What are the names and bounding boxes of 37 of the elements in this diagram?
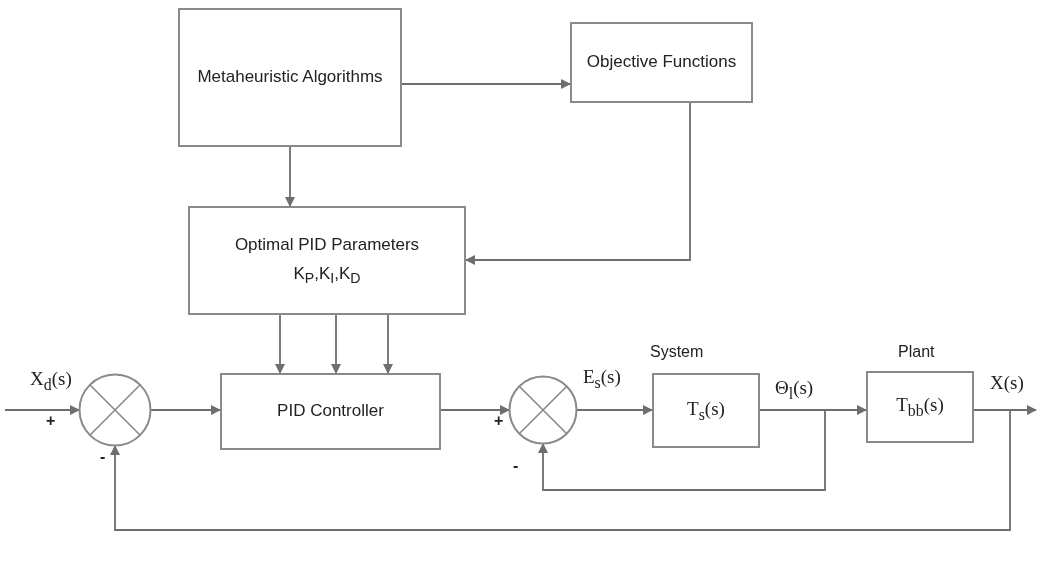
block-label: Metaheuristic Algorithms xyxy=(197,66,383,89)
arrow xyxy=(331,314,341,374)
arrow xyxy=(538,409,826,491)
block-box xyxy=(866,371,974,443)
block-label: T$_{s}$(s) xyxy=(687,396,725,425)
block-label: Objective Functions xyxy=(586,51,737,74)
signal-label: X(s) xyxy=(990,372,1024,394)
summing-junction xyxy=(78,373,152,447)
block-box xyxy=(220,373,441,450)
arrow xyxy=(383,314,393,374)
arrow xyxy=(465,102,691,265)
sign-label: + xyxy=(494,412,504,430)
block-label: K$_{P}$,K$_{I}$,K$_{D}$ xyxy=(293,262,361,289)
block-box xyxy=(178,8,402,147)
arrow xyxy=(275,314,285,374)
block-label: T$_{bb}$(s) xyxy=(896,393,944,421)
arrow xyxy=(576,405,653,415)
summing-junction xyxy=(508,375,578,445)
block-box xyxy=(652,373,760,448)
signal-label: X$_{d}$(s) xyxy=(30,368,72,394)
signal-label: Θ$_{l}$(s) xyxy=(775,377,814,403)
arrow xyxy=(440,405,510,415)
arrow xyxy=(401,79,571,89)
arrow xyxy=(285,146,295,207)
arrow xyxy=(110,409,1011,531)
arrow xyxy=(150,405,221,415)
block-box xyxy=(188,206,466,315)
block-caption: Plant xyxy=(898,343,935,361)
sign-label: - xyxy=(513,457,519,475)
sign-label: - xyxy=(100,448,106,466)
sign-label: + xyxy=(46,412,56,430)
block-caption: System xyxy=(650,343,704,361)
arrow xyxy=(4,405,80,415)
signal-label: E$_{s}$(s) xyxy=(583,366,621,392)
block-label: Optimal PID Parameters xyxy=(234,233,420,256)
block-box xyxy=(570,22,753,103)
block-label: PID Controller xyxy=(277,400,384,423)
